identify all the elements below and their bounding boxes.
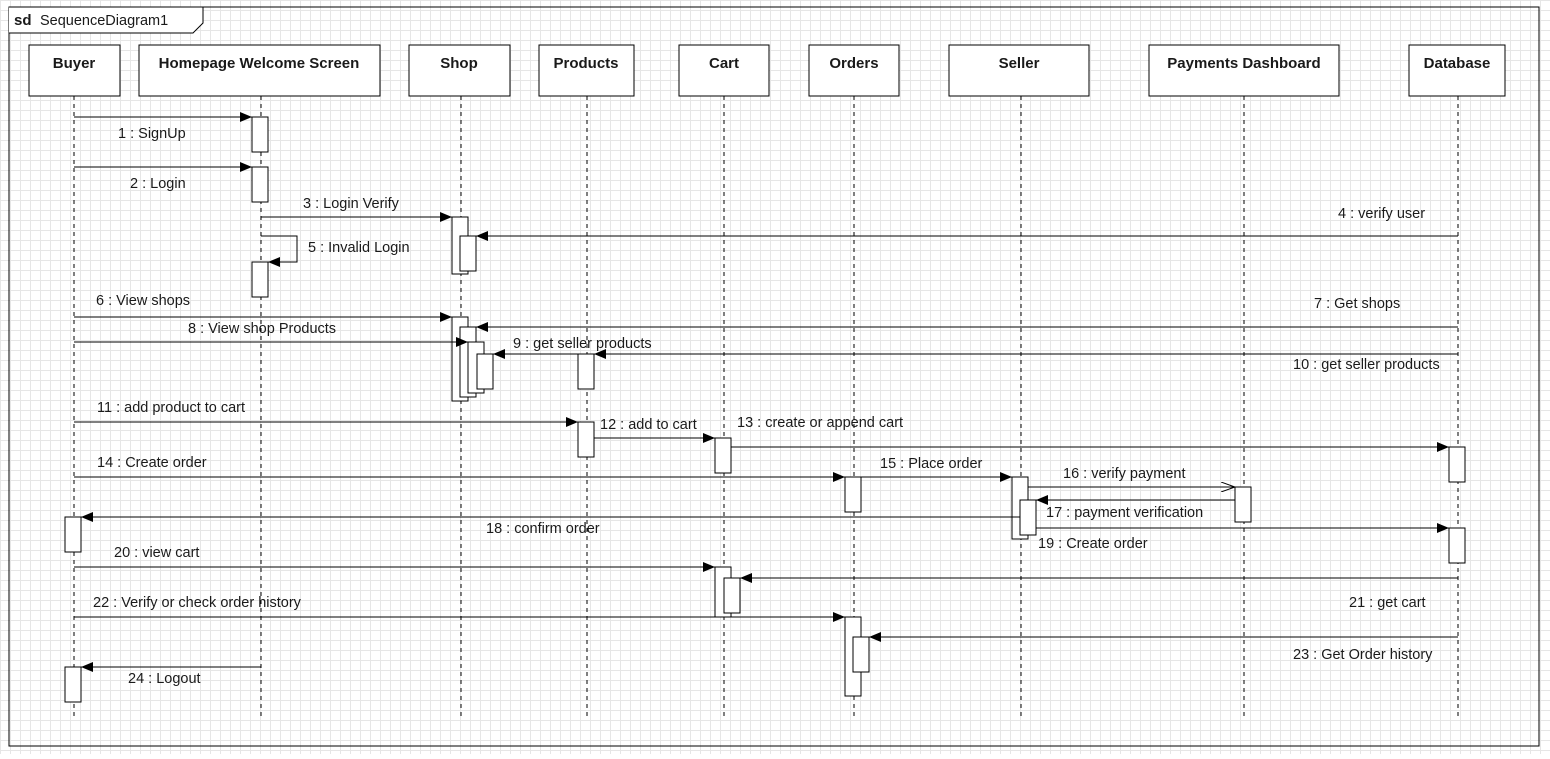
lifeline-name-orders: Orders <box>829 55 878 72</box>
message-14-label: 14 : Create order <box>97 455 207 471</box>
lifeline-dashes <box>73 96 1459 718</box>
lifeline-name-payments: Payments Dashboard <box>1167 55 1320 72</box>
lifeline-homepage[interactable]: Homepage Welcome Screen <box>138 44 381 97</box>
message-10-label: 10 : get seller products <box>1293 357 1440 373</box>
message-3-label: 3 : Login Verify <box>303 196 400 212</box>
message-8-label: 8 : View shop Products <box>188 321 336 337</box>
activation-homepage-2 <box>251 166 269 203</box>
lifeline-header-products[interactable] <box>538 44 635 97</box>
lifeline-database[interactable]: Database <box>1408 44 1506 97</box>
message-7-label: 7 : Get shops <box>1314 296 1400 312</box>
message-9-label: 9 : get seller products <box>513 336 652 352</box>
lifeline-buyer[interactable]: Buyer <box>28 44 121 97</box>
lifeline-header-buyer[interactable] <box>28 44 121 97</box>
activation-buyer-2 <box>64 666 82 703</box>
frame-keyword: sd <box>14 12 32 29</box>
lifeline-name-products: Products <box>553 55 618 72</box>
activations <box>64 116 1466 703</box>
message-15-label: 15 : Place order <box>880 456 983 472</box>
activation-shop-1b <box>459 235 477 272</box>
message-5-label: 5 : Invalid Login <box>308 240 410 256</box>
message-6-label: 6 : View shops <box>96 293 190 309</box>
lifeline-header-seller[interactable] <box>948 44 1090 97</box>
message-19-label: 19 : Create order <box>1038 536 1148 552</box>
message-13-label: 13 : create or append cart <box>737 415 903 431</box>
activation-orders-2b <box>852 636 870 673</box>
message-2-label: 2 : Login <box>130 176 186 192</box>
lifeline-name-seller: Seller <box>999 55 1040 72</box>
frame-border <box>8 6 1540 747</box>
lifeline-orders[interactable]: Orders <box>808 44 900 97</box>
frame-name: SequenceDiagram1 <box>40 13 168 29</box>
lifeline-header-shop[interactable] <box>408 44 511 97</box>
message-22-label: 22 : Verify or check order history <box>93 595 302 611</box>
message-23-label: 23 : Get Order history <box>1293 647 1433 663</box>
lifeline-seller[interactable]: Seller <box>948 44 1090 97</box>
frame-tab <box>9 6 204 34</box>
activation-products-2 <box>577 421 595 458</box>
message-20-label: 20 : view cart <box>114 545 199 561</box>
lifeline-name-buyer: Buyer <box>53 55 96 72</box>
activation-seller-1b <box>1019 499 1037 536</box>
lifeline-cart[interactable]: Cart <box>678 44 770 97</box>
activation-cart-1 <box>714 437 732 474</box>
lifeline-header-homepage[interactable] <box>138 44 381 97</box>
message-5-arrow <box>261 235 298 267</box>
message-24-label: 24 : Logout <box>128 671 201 687</box>
lifeline-name-shop: Shop <box>440 55 478 72</box>
lifeline-products[interactable]: Products <box>538 44 635 97</box>
message-17-label: 17 : payment verification <box>1046 505 1203 521</box>
lifeline-payments[interactable]: Payments Dashboard <box>1148 44 1340 97</box>
activation-cart-2b <box>723 577 741 614</box>
activation-shop-2d <box>476 353 494 390</box>
activation-buyer-1 <box>64 516 82 553</box>
activation-payments-1 <box>1234 486 1252 523</box>
activation-homepage-1 <box>251 116 269 153</box>
activation-homepage-3 <box>251 261 269 298</box>
message-21-label: 21 : get cart <box>1349 595 1426 611</box>
message-16-label: 16 : verify payment <box>1063 466 1186 482</box>
lifeline-header-payments[interactable] <box>1148 44 1340 97</box>
activation-database-2 <box>1448 527 1466 564</box>
message-labels: 1 : SignUp 2 : Login 3 : Login Verify 4 … <box>93 126 1440 687</box>
message-18-label: 18 : confirm order <box>486 521 600 537</box>
activation-products-1 <box>577 353 595 390</box>
messages <box>74 112 1458 672</box>
lifeline-shop[interactable]: Shop <box>408 44 511 97</box>
lifeline-header-cart[interactable] <box>678 44 770 97</box>
lifeline-name-homepage: Homepage Welcome Screen <box>159 55 360 72</box>
activation-orders-1 <box>844 476 862 513</box>
lifeline-name-database: Database <box>1424 55 1491 72</box>
message-4-label: 4 : verify user <box>1338 206 1425 222</box>
lifeline-header-orders[interactable] <box>808 44 900 97</box>
lifeline-header-database[interactable] <box>1408 44 1506 97</box>
lifeline-name-cart: Cart <box>709 55 739 72</box>
message-1-label: 1 : SignUp <box>118 126 186 142</box>
message-11-label: 11 : add product to cart <box>97 400 245 416</box>
activation-database-1 <box>1448 446 1466 483</box>
message-12-label: 12 : add to cart <box>600 417 697 433</box>
